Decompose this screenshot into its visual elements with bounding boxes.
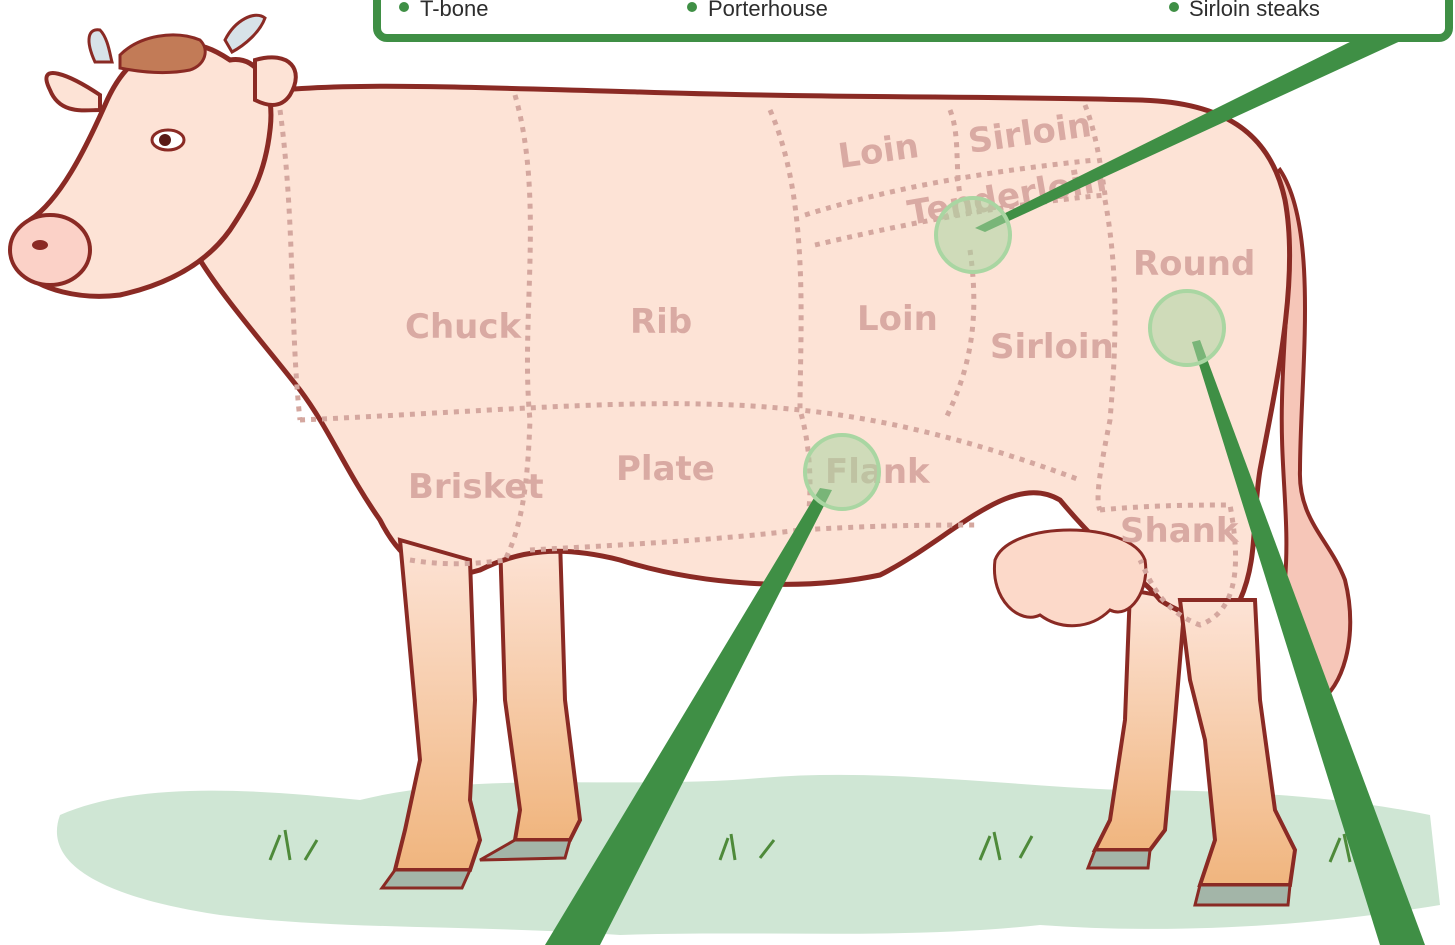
ear-left <box>46 73 100 110</box>
hoof <box>382 870 470 888</box>
bullet-dot <box>399 2 409 12</box>
callout-item-sirloin-steaks: Sirloin steaks <box>1189 0 1320 21</box>
top-callout-box: T-bone Porterhouse Sirloin steaks <box>377 0 1449 38</box>
cut-label-shank: Shank <box>1120 511 1240 551</box>
marker-round[interactable] <box>1150 291 1224 365</box>
muzzle <box>10 215 90 285</box>
hoof <box>1088 850 1150 868</box>
marker-tenderloin[interactable] <box>936 198 1010 272</box>
bullet-dot <box>687 2 697 12</box>
cut-label-round: Round <box>1133 244 1255 284</box>
cut-label-chuck: Chuck <box>405 307 523 347</box>
cut-label-brisket: Brisket <box>408 467 544 507</box>
bullet-dot <box>1169 2 1179 12</box>
ear-right <box>255 57 296 105</box>
forelock <box>120 35 205 73</box>
hoof <box>1195 885 1290 905</box>
cut-label-plate: Plate <box>616 449 715 489</box>
cut-label-sirloin: Sirloin <box>990 327 1114 367</box>
cut-label-rib: Rib <box>630 302 692 342</box>
callout-item-t-bone: T-bone <box>420 0 489 21</box>
horn-left <box>89 30 112 62</box>
eye-pupil <box>159 134 171 146</box>
horn-right <box>225 15 265 52</box>
cut-label-loin: Loin <box>857 299 938 339</box>
marker-flank[interactable] <box>805 435 879 509</box>
nostril <box>32 240 48 250</box>
near-front-leg <box>395 540 480 870</box>
callout-item-porterhouse: Porterhouse <box>708 0 828 21</box>
